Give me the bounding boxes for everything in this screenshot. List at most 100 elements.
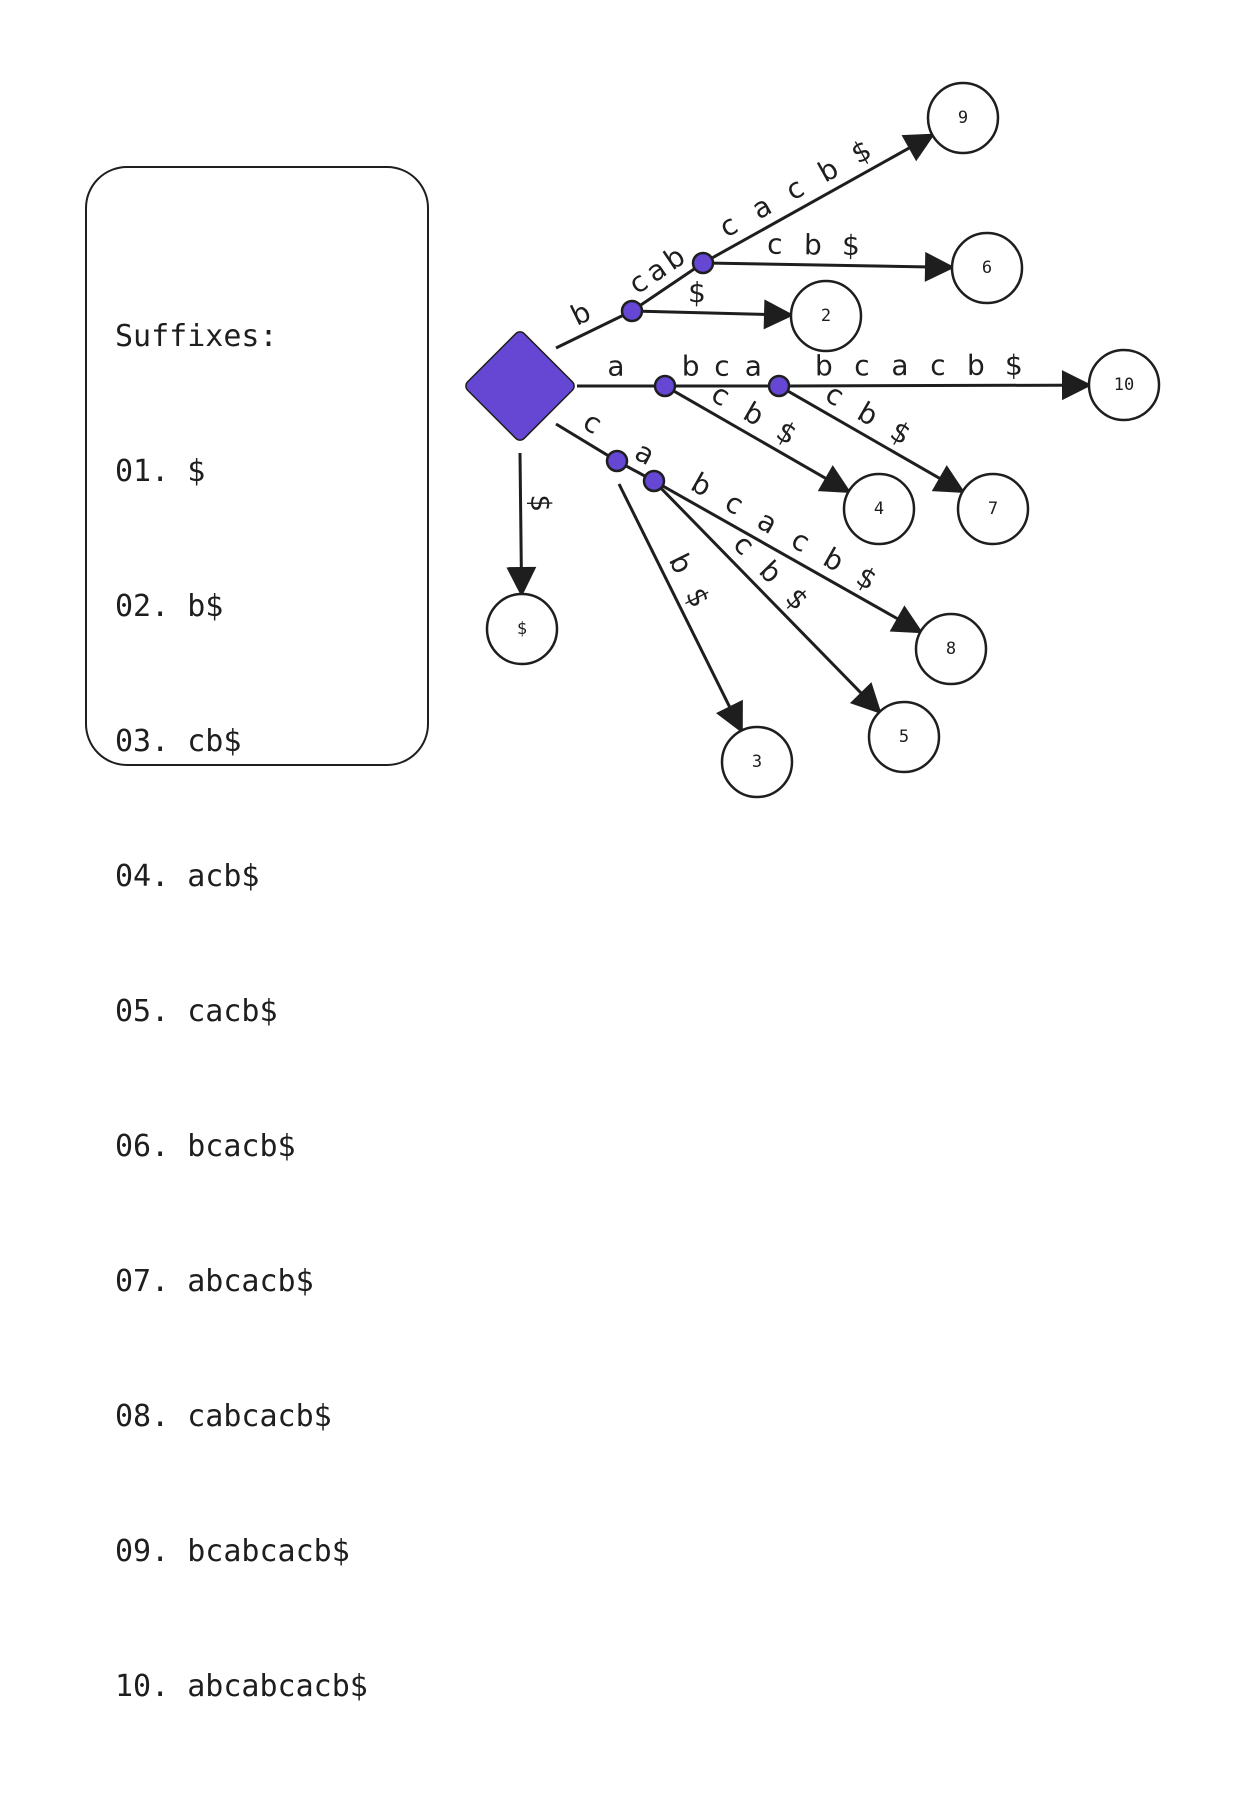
suffix-item: 09. bcabcacb$ <box>115 1534 350 1569</box>
leaf-node: 2 <box>789 279 863 353</box>
edge-label-char: c <box>727 528 761 562</box>
edge-label-char: $ <box>688 276 707 309</box>
edge-label-char: a <box>630 435 661 472</box>
internal-node-a <box>653 374 677 398</box>
edges-layer <box>506 133 1093 734</box>
leaf-label: 8 <box>946 639 956 659</box>
internal-node-bcab <box>691 251 715 275</box>
edge-label-char: c <box>720 485 750 521</box>
leaf-node: 3 <box>720 725 794 799</box>
edge-bcab-to-L6 <box>712 251 956 282</box>
root-node <box>465 331 575 441</box>
leaf-label: 10 <box>1114 375 1134 395</box>
edge-label-char: $ <box>885 414 917 451</box>
suffix-item: 08. cabcacb$ <box>115 1399 332 1434</box>
edge-label-char: a <box>607 350 624 383</box>
internal-node-ca <box>642 469 666 493</box>
suffix-item: 02. b$ <box>115 589 224 624</box>
leaf-circle <box>956 472 1030 546</box>
leaf-circle <box>485 592 559 666</box>
leaf-node: 5 <box>867 700 941 774</box>
leaf-circle <box>789 279 863 353</box>
edge-label-char: b <box>815 349 833 382</box>
edge-label-char: b <box>852 395 884 432</box>
edge-bcab-to-L9 <box>711 133 936 260</box>
internal-node-c <box>605 449 629 473</box>
leaf-circle <box>926 81 1000 155</box>
leaf-node: 7 <box>956 472 1030 546</box>
edge-label-char: b <box>686 466 718 503</box>
edge-label-char: $ <box>845 133 877 171</box>
suffix-item: 06. bcacb$ <box>115 1129 296 1164</box>
edge-label-char: $ <box>851 560 883 598</box>
edge-label-char: c <box>714 350 729 383</box>
edge-b-to-L2 <box>641 299 795 330</box>
edge-root-to-c <box>555 422 610 458</box>
internal-node-b <box>620 299 644 323</box>
edge-label-char: $ <box>771 414 803 451</box>
edge-abca-to-L10 <box>788 370 1093 401</box>
edge-label-char: $ <box>842 229 860 262</box>
suffix-item: 05. cacb$ <box>115 994 278 1029</box>
leaf-node: 4 <box>842 472 916 546</box>
edge-label-char: c <box>780 171 810 207</box>
leaf-label: 5 <box>899 727 909 747</box>
edge-label-char: c <box>577 405 607 441</box>
edge-root-to-Ldollar <box>506 452 537 598</box>
edge-c-to-L3 <box>617 483 743 734</box>
leaf-label: 9 <box>958 108 968 128</box>
suffix-list-title: Suffixes: <box>115 319 278 354</box>
edge-label-char: c <box>930 349 946 382</box>
leaf-circle <box>720 725 794 799</box>
edge-b-to-bcab <box>639 267 696 307</box>
leaf-label: 2 <box>821 306 831 326</box>
leaf-label: $ <box>517 619 527 639</box>
edge-ca-to-L8 <box>661 484 924 634</box>
leaf-node: 9 <box>926 81 1000 155</box>
edge-label-char: c <box>854 349 870 382</box>
leaf-circle <box>842 472 916 546</box>
leaf-node: $ <box>485 592 559 666</box>
edge-ca-to-L5 <box>659 487 882 715</box>
leaf-node: 8 <box>914 612 988 686</box>
edge-label-char: b <box>565 295 595 332</box>
leaf-circle <box>914 612 988 686</box>
edge-label-char: b <box>812 152 844 189</box>
edge-label-char: c <box>767 228 783 261</box>
edge-label-char: b <box>682 350 700 383</box>
edge-label-char: b <box>753 554 789 590</box>
edge-c-to-ca <box>625 464 646 478</box>
edge-abca-to-L7 <box>786 389 966 494</box>
edge-label-char: a <box>745 350 762 383</box>
edge-label-char: b <box>967 349 985 382</box>
leaf-label: 7 <box>988 499 998 519</box>
edge-label-char: c <box>714 208 744 244</box>
leaf-circle <box>950 231 1024 305</box>
leaf-node: 10 <box>1087 348 1161 422</box>
leaf-node: 6 <box>950 231 1024 305</box>
edge-a-to-L4 <box>672 389 852 494</box>
suffix-item: 04. acb$ <box>115 859 260 894</box>
edge-label-char: a <box>746 189 777 226</box>
edge-label-char: b <box>804 228 822 261</box>
edge-root-to-b <box>555 314 624 350</box>
leaf-label: 6 <box>982 258 992 278</box>
edge-label-char: $ <box>524 494 557 512</box>
edge-label-char: $ <box>779 581 815 617</box>
edge-label-char: a <box>891 349 908 382</box>
leaf-circle <box>1087 348 1161 422</box>
internal-node-abca <box>767 374 791 398</box>
leaf-label: 4 <box>874 499 884 519</box>
suffix-item: 01. $ <box>115 454 206 489</box>
suffix-item: 07. abcacb$ <box>115 1264 314 1299</box>
edge-label-char: b <box>738 395 770 432</box>
edge-label-char: $ <box>679 582 716 613</box>
edge-label-char: $ <box>1005 349 1023 382</box>
leaf-label: 3 <box>752 752 762 772</box>
edge-label-char: b <box>662 548 699 579</box>
suffix-item: 03. cb$ <box>115 724 242 759</box>
leaf-circle <box>867 700 941 774</box>
suffix-item: 10. abcabcacb$ <box>115 1669 368 1704</box>
